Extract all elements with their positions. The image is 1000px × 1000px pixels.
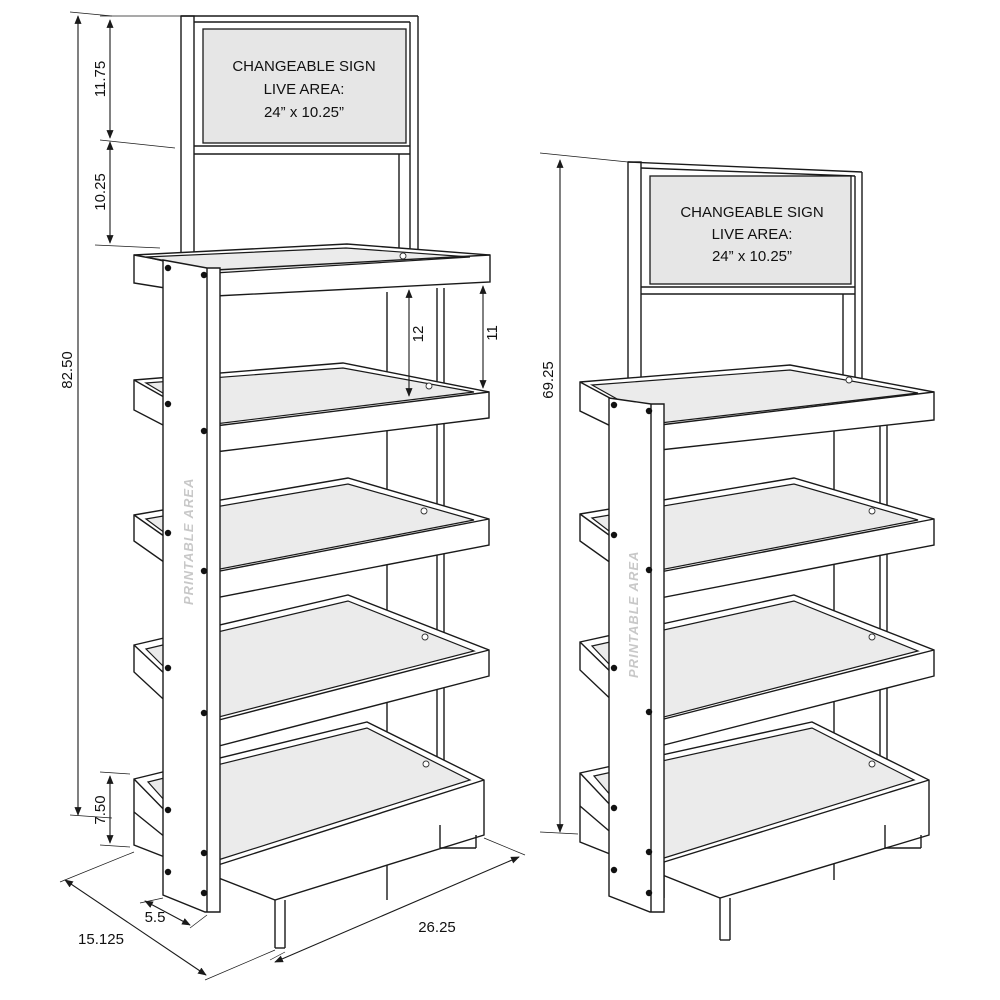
dim-base-height-label: 7.50: [92, 795, 109, 824]
dim-width-label: 26.25: [418, 919, 456, 936]
dimension-depth: 15.125: [59, 851, 276, 981]
display-short: CHANGEABLE SIGN LIVE AREA: 24” x 10.25”: [539, 152, 935, 941]
dimension-overall-height-tall: 82.50: [59, 11, 113, 819]
dimension-shelf-spacing-inner: 12: [405, 289, 427, 397]
dimension-sign-gap: 10.25: [92, 141, 161, 249]
shelf-4: [579, 721, 930, 941]
sign-text-line2: LIVE AREA:: [264, 81, 345, 98]
sign-frame: CHANGEABLE SIGN LIVE AREA: 24” x 10.25”: [180, 15, 419, 257]
sign-frame: CHANGEABLE SIGN LIVE AREA: 24” x 10.25”: [627, 161, 863, 403]
dim-overall-height-tall-label: 82.50: [59, 351, 76, 389]
sign-panel: [649, 175, 852, 285]
dim-shelf-spacing-outer-label: 11: [484, 325, 501, 341]
printable-area-label: PRINTABLE AREA: [181, 478, 196, 605]
shelf-2: [579, 477, 935, 599]
sign-text-line2: LIVE AREA:: [712, 226, 793, 243]
sign-text-line1: CHANGEABLE SIGN: [680, 204, 823, 221]
display-tall: CHANGEABLE SIGN LIVE AREA: 24” x 10.25”: [59, 11, 526, 981]
dimension-shelf-spacing-outer: 11: [479, 285, 501, 389]
sign-panel: [202, 28, 407, 144]
printable-area-label: PRINTABLE AREA: [626, 551, 641, 678]
shelf-4: [133, 594, 490, 748]
dim-overall-height-short-label: 69.25: [540, 361, 557, 399]
printable-side-panel: PRINTABLE AREA: [162, 259, 221, 913]
shelf-3: [133, 477, 490, 599]
sign-text-line3: 24” x 10.25”: [712, 248, 792, 265]
dim-panel-offset-label: 5.5: [145, 909, 166, 926]
shelf-1: [133, 243, 491, 297]
printable-side-panel: PRINTABLE AREA: [608, 397, 665, 913]
dim-shelf-spacing-inner-label: 12: [410, 326, 427, 343]
shelf-2: [133, 362, 490, 453]
sign-text-line3: 24” x 10.25”: [264, 104, 344, 121]
sign-text-line1: CHANGEABLE SIGN: [232, 58, 375, 75]
shelf-5: [133, 721, 485, 949]
dim-sign-gap-label: 10.25: [92, 173, 109, 211]
dimension-overall-height-short: 69.25: [539, 152, 629, 835]
dimension-sign-height: 11.75: [92, 15, 181, 149]
dimension-base-height: 7.50: [92, 771, 131, 848]
dim-depth-label: 15.125: [78, 931, 124, 948]
dim-sign-height-label: 11.75: [92, 61, 109, 97]
dimension-panel-offset: 5.5: [139, 897, 208, 929]
dimension-width: 26.25: [269, 837, 526, 963]
